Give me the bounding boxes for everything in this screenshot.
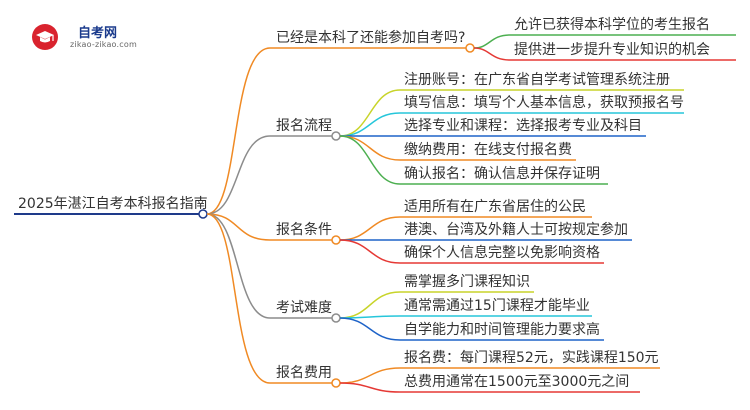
leaf-node[interactable]: 确认报名：确认信息并保存证明 xyxy=(404,166,600,182)
leaf-connector-1-2 xyxy=(473,47,511,61)
leaf-node[interactable]: 提供进一步提升专业知识的机会 xyxy=(514,42,710,58)
leaf-connector-2-4 xyxy=(339,135,401,161)
logo-url: zikao-zikao.com xyxy=(70,40,137,49)
branch-dot-2 xyxy=(331,131,341,141)
leaf-node[interactable]: 缴纳费用：在线支付报名费 xyxy=(404,142,572,158)
branch-connector-3 xyxy=(206,213,271,241)
leaf-connector-1-1 xyxy=(473,34,511,49)
branch-dot-5 xyxy=(331,378,341,388)
leaf-connector-2-5 xyxy=(339,135,401,185)
leaf-node[interactable]: 选择专业和课程：选择报考专业及科目 xyxy=(404,118,642,134)
leaf-connector-3-3 xyxy=(339,239,401,264)
graduation-cap-icon xyxy=(32,24,58,50)
leaf-connector-2-2 xyxy=(339,112,401,137)
leaf-node[interactable]: 港澳、台湾及外籍人士可按规定参加 xyxy=(404,222,628,238)
root-node[interactable]: 2025年湛江自考本科报名指南 xyxy=(18,196,208,212)
leaf-connector-5-2 xyxy=(339,382,401,393)
branch-dot-1 xyxy=(465,43,475,53)
leaf-connector-2-1 xyxy=(339,89,401,137)
branch-node-registration-fees[interactable]: 报名费用 xyxy=(276,365,332,381)
branch-node-self-exam-eligibility[interactable]: 已经是本科了还能参加自考吗? xyxy=(276,30,466,46)
leaf-node[interactable]: 填写信息：填写个人基本信息，获取预报名号 xyxy=(404,95,684,111)
leaf-node[interactable]: 自学能力和时间管理能力要求高 xyxy=(404,322,600,338)
leaf-node[interactable]: 需掌握多门课程知识 xyxy=(404,274,530,290)
leaf-connector-4-1 xyxy=(339,291,401,319)
branch-connector-4 xyxy=(206,213,271,319)
leaf-connector-3-1 xyxy=(339,216,401,241)
branch-node-registration-conditions[interactable]: 报名条件 xyxy=(276,222,332,238)
branch-connector-5 xyxy=(206,213,271,384)
leaf-node[interactable]: 注册账号：在广东省自学考试管理系统注册 xyxy=(404,72,670,88)
leaf-connector-4-3 xyxy=(339,317,401,341)
leaf-node[interactable]: 报名费：每门课程52元，实践课程150元 xyxy=(404,350,659,366)
logo-title: 自考网 xyxy=(78,26,118,41)
leaf-node[interactable]: 通常需通过15门课程才能毕业 xyxy=(404,298,590,314)
branch-node-exam-difficulty[interactable]: 考试难度 xyxy=(276,300,332,316)
branch-connector-2 xyxy=(206,135,271,215)
leaf-node[interactable]: 确保个人信息完整以免影响资格 xyxy=(404,245,600,261)
branch-connector-1 xyxy=(206,47,271,215)
leaf-node[interactable]: 允许已获得本科学位的考生报名 xyxy=(514,17,710,33)
leaf-connector-5-1 xyxy=(339,367,401,384)
branch-dot-4 xyxy=(331,313,341,323)
branch-dot-3 xyxy=(331,235,341,245)
site-logo[interactable]: 自考网 zikao-zikao.com xyxy=(30,18,170,54)
leaf-node[interactable]: 总费用通常在1500元至3000元之间 xyxy=(404,374,630,390)
branch-node-registration-process[interactable]: 报名流程 xyxy=(276,118,332,134)
leaf-node[interactable]: 适用所有在广东省居住的公民 xyxy=(404,199,586,215)
